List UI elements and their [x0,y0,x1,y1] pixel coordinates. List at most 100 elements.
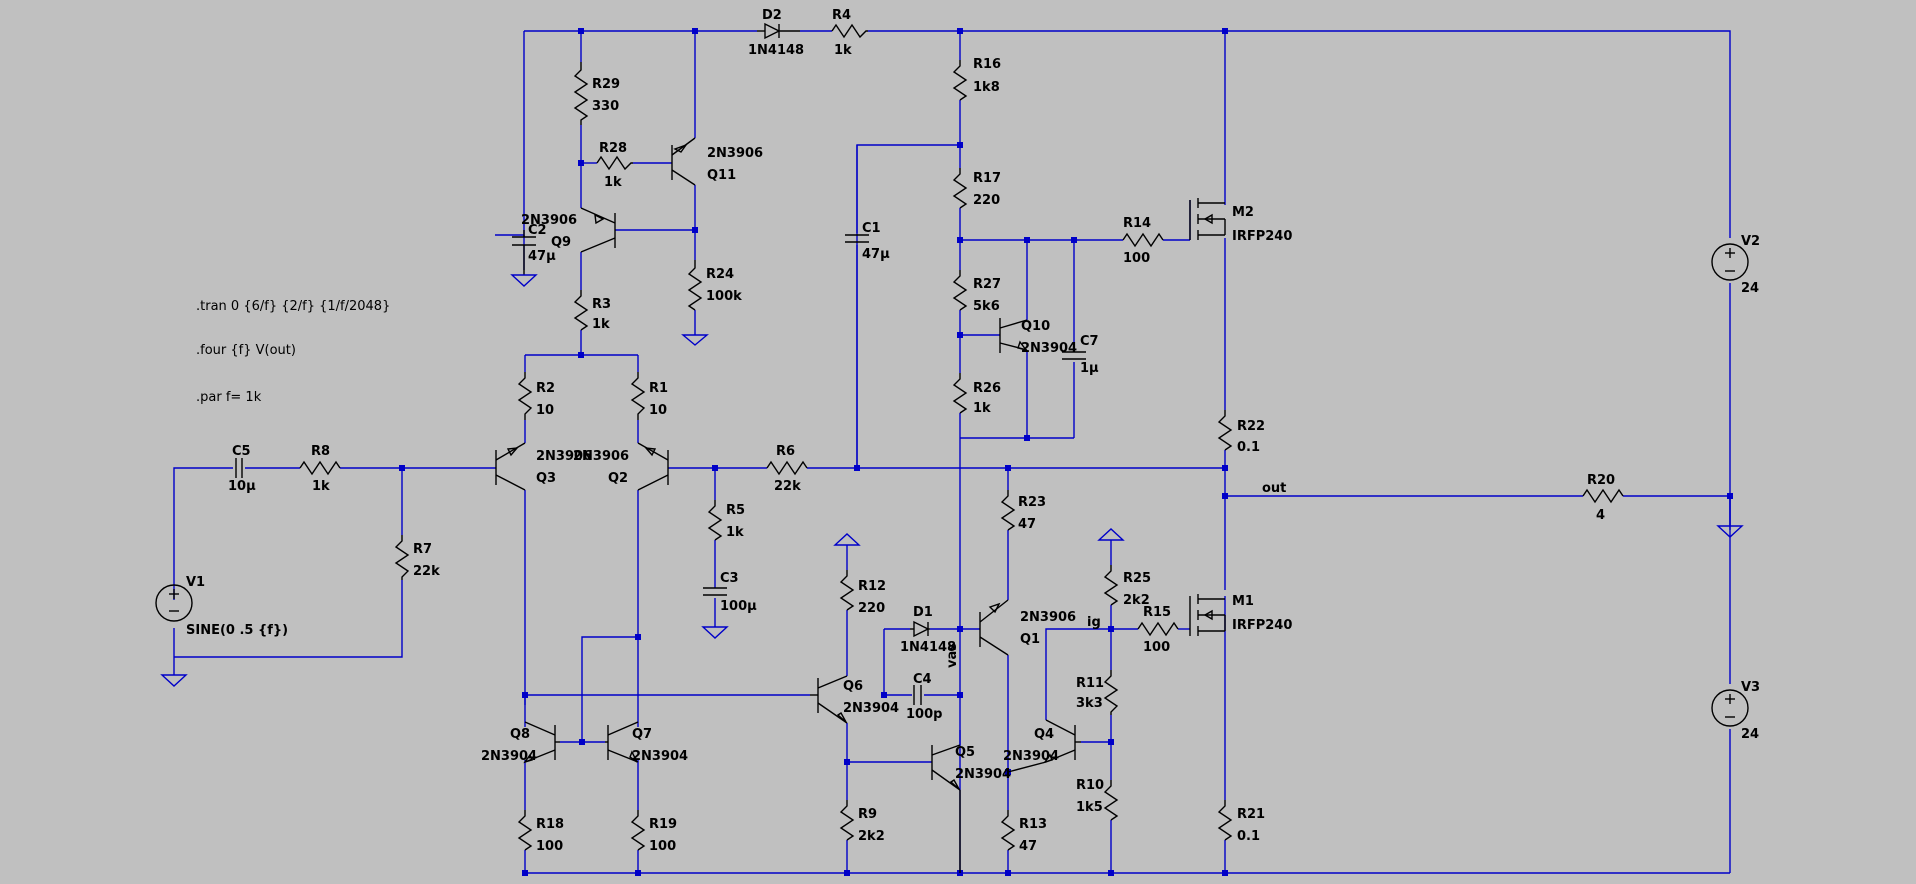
label-r12-name: R12 [858,579,886,594]
label-v3-name: V3 [1741,680,1760,695]
label-c7-name: C7 [1080,334,1099,349]
label-c1-name: C1 [862,221,881,236]
label-r2-value: 10 [536,403,554,418]
label-r22-value: 0.1 [1237,440,1260,455]
capacitor-c3 [703,587,727,596]
resistor-r25 [1103,565,1119,606]
transistor-q8 [523,721,560,764]
net-label-out: out [1262,481,1286,496]
label-q5-value: 2N3904 [955,767,1011,782]
label-r29-name: R29 [592,77,620,92]
label-r3-name: R3 [592,297,611,312]
label-m2-value: IRFP240 [1232,229,1292,244]
transistor-q7 [605,721,639,763]
net-label-ig: ig [1087,615,1101,630]
transistor-q9 [580,207,616,253]
label-r6-name: R6 [776,444,795,459]
label-r28-name: R28 [599,141,627,156]
resistor-r5 [707,500,723,541]
label-r2-name: R2 [536,381,555,396]
label-r11-value: 3k3 [1076,696,1103,711]
resistor-r22 [1217,410,1233,451]
label-r28-value: 1k [604,175,622,190]
diode-d2 [757,22,800,40]
net-labels: out vas ig [945,481,1286,668]
transistor-q5 [931,744,961,873]
directive-par: .par f= 1k [196,390,262,405]
transistor-q4 [1007,719,1081,773]
label-r4-value: 1k [834,43,852,58]
transistor-q10 [999,318,1028,353]
label-r1-value: 10 [649,403,667,418]
label-v3-value: 24 [1741,727,1759,742]
mosfet-m2 [1189,198,1226,240]
label-r16-name: R16 [973,57,1001,72]
resistor-r27 [952,270,968,311]
label-r13-value: 47 [1019,839,1037,854]
resistor-r17 [952,168,968,209]
label-c7-value: 1μ [1080,361,1099,376]
ground-out [1716,525,1744,538]
label-r27-value: 5k6 [973,299,1000,314]
supply-r25 [1097,528,1125,541]
ground-c3 [701,626,729,639]
label-q8-name: Q8 [510,727,530,742]
label-r19-value: 100 [649,839,676,854]
label-r23-name: R23 [1018,495,1046,510]
resistor-r4 [831,23,868,39]
transistor-q11 [671,137,696,186]
label-q4-value: 2N3904 [1003,749,1059,764]
label-m1-name: M1 [1232,594,1254,609]
label-r5-name: R5 [726,503,745,518]
resistor-r7 [394,535,410,580]
resistor-r12 [839,570,855,611]
label-r25-value: 2k2 [1123,593,1150,608]
resistor-r19 [630,810,646,851]
label-m2-name: M2 [1232,205,1254,220]
source-v1 [155,584,193,622]
label-q5-name: Q5 [955,745,975,760]
resistor-r10 [1103,780,1119,821]
label-r26-value: 1k [973,401,991,416]
transistor-q1 [979,599,1009,656]
resistor-r8 [299,460,341,476]
source-v2 [1711,243,1749,281]
mosfet-m1 [1189,594,1226,636]
label-r12-value: 220 [858,601,885,616]
label-r29-value: 330 [592,99,619,114]
label-c2-value: 47μ [528,249,556,264]
label-r9-value: 2k2 [858,829,885,844]
label-r14-name: R14 [1123,216,1151,231]
label-v2-value: 24 [1741,281,1759,296]
ground-r24 [681,334,709,346]
label-r16-value: 1k8 [973,80,1000,95]
label-r10-name: R10 [1076,778,1104,793]
label-r7-name: R7 [413,542,432,557]
label-c4-value: 100p [906,707,942,722]
label-d1-name: D1 [913,605,933,620]
label-q1-name: Q1 [1020,632,1040,647]
label-d2-value: 1N4148 [748,43,804,58]
label-c5-value: 10μ [228,479,256,494]
capacitor-c1 [845,234,869,243]
label-c1-value: 47μ [862,247,890,262]
label-q3-value: 2N3906 [536,449,592,464]
label-r21-value: 0.1 [1237,829,1260,844]
resistor-r26 [952,373,968,414]
label-r26-name: R26 [973,381,1001,396]
source-v3 [1711,689,1749,727]
label-r22-name: R22 [1237,419,1265,434]
component-symbols [155,22,1749,873]
label-r18-name: R18 [536,817,564,832]
resistor-r28 [596,155,633,171]
label-r24-name: R24 [706,267,734,282]
label-q4-name: Q4 [1034,727,1054,742]
resistor-r3 [573,290,589,331]
resistor-r16 [952,60,968,101]
resistor-r23 [1000,490,1016,531]
resistor-r29 [573,62,589,125]
resistor-r9 [839,800,855,841]
resistor-r2 [517,372,533,420]
label-q7-value: 2N3904 [632,749,688,764]
label-q6-value: 2N3904 [843,701,899,716]
